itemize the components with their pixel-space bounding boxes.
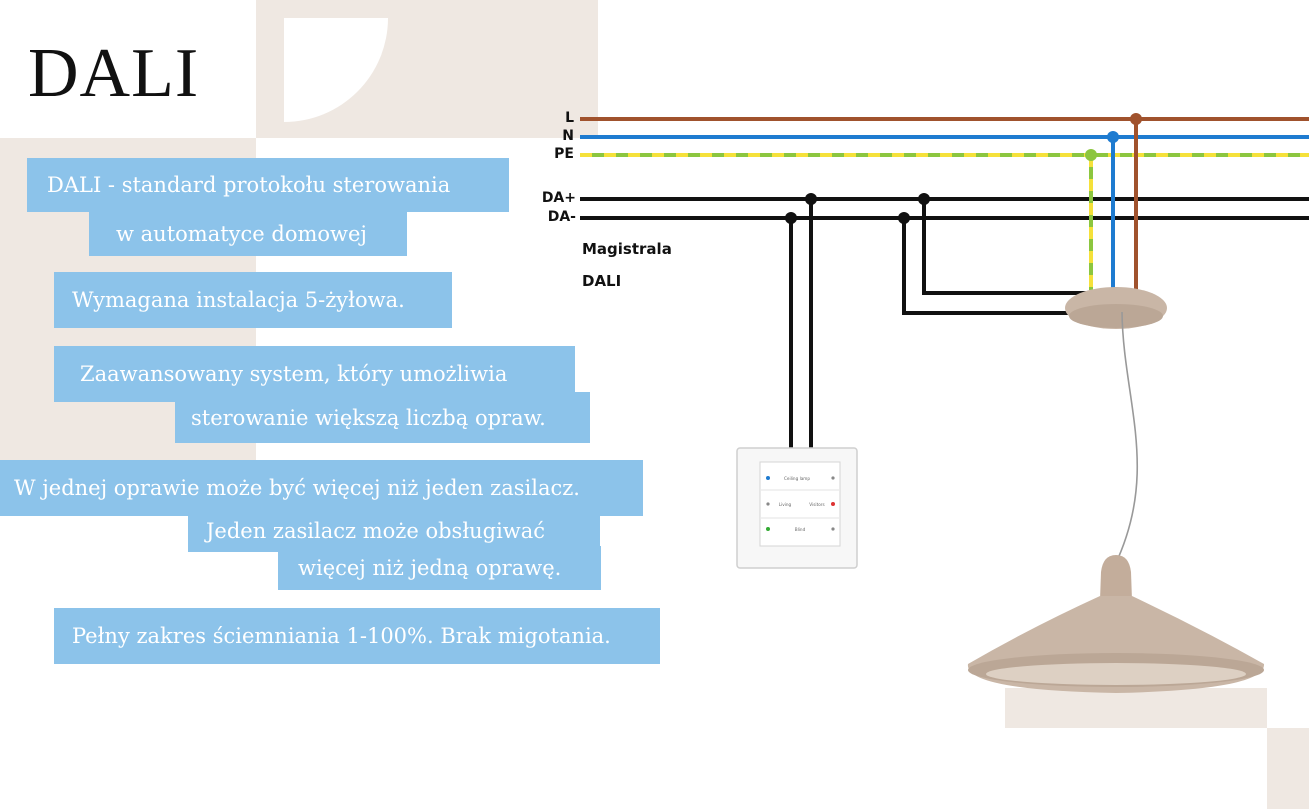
wire-label-DA-minus: DA- (547, 209, 576, 225)
junction-L (1130, 113, 1142, 125)
lamp-neck (1100, 555, 1132, 600)
page-title: DALI (28, 35, 200, 112)
switch-row3-text: Blind (795, 527, 806, 532)
info-box-4-line2: Jeden zasilacz może obsługiwać (188, 510, 600, 552)
info-box-1-line2: w automatyce domowej (89, 212, 407, 256)
lamp-cord (1114, 311, 1138, 566)
wire-label-DA-plus: DA+ (541, 190, 576, 206)
junction-switch-minus (785, 212, 797, 224)
info-box-3-text1: Zaawansowany system, który umożliwia (80, 362, 508, 386)
info-box-1-line1: DALI - standard protokołu sterowania (27, 158, 509, 212)
switch-row2-left: Living (779, 502, 792, 507)
info-box-2-text: Wymagana instalacja 5-żyłowa. (72, 288, 405, 312)
info-box-4-text1: W jednej oprawie może być więcej niż jed… (14, 476, 580, 500)
junction-N (1107, 131, 1119, 143)
junction-switch-plus (805, 193, 817, 205)
bus-label-line2: DALI (582, 272, 622, 290)
bg-panel-bottom (1005, 688, 1267, 728)
switch-led-1 (766, 476, 770, 480)
info-box-4-text2: Jeden zasilacz może obsługiwać (206, 519, 546, 543)
switch-row2-right: Visitors (809, 502, 824, 507)
quarter-circle-decoration (284, 18, 388, 122)
info-box-5-text: Pełny zakres ściemniania 1-100%. Brak mi… (72, 624, 611, 648)
junction-lamp-plus (918, 193, 930, 205)
switch-led-2r (831, 502, 835, 506)
bg-panel-corner (1267, 728, 1309, 809)
switch-led-2 (766, 502, 770, 506)
switch-led-1r (831, 476, 835, 480)
info-box-2: Wymagana instalacja 5-żyłowa. (54, 272, 452, 328)
switch-insert (759, 461, 841, 547)
info-box-3-line2: sterowanie większą liczbą opraw. (175, 392, 590, 443)
wire-label-PE: PE (554, 146, 574, 162)
wire-label-L: L (565, 110, 574, 126)
bus-to-lamp-plus (922, 199, 1090, 295)
info-box-3-text2: sterowanie większą liczbą opraw. (191, 405, 546, 430)
junction-PE (1085, 149, 1097, 161)
info-box-1-text2: w automatyce domowej (116, 222, 367, 246)
info-box-1-text1: DALI - standard protokołu sterowania (47, 173, 451, 197)
ceiling-rose-shadow (1069, 304, 1163, 328)
info-box-4-line3: więcej niż jedną oprawę. (278, 546, 601, 590)
lamp-shade-inner (986, 663, 1246, 685)
bus-to-lamp-minus (902, 218, 1080, 315)
info-box-4-line1: W jednej oprawie może być więcej niż jed… (0, 460, 643, 516)
switch-led-3 (766, 527, 770, 531)
switch-row1-text: Ceiling lamp (784, 476, 810, 481)
wire-label-N: N (562, 128, 574, 144)
switch-led-3r (831, 527, 835, 531)
info-box-4-text3: więcej niż jedną oprawę. (298, 556, 562, 580)
junction-lamp-minus (898, 212, 910, 224)
bus-label-line1: Magistrala (582, 240, 672, 258)
info-box-5: Pełny zakres ściemniania 1-100%. Brak mi… (54, 608, 660, 664)
